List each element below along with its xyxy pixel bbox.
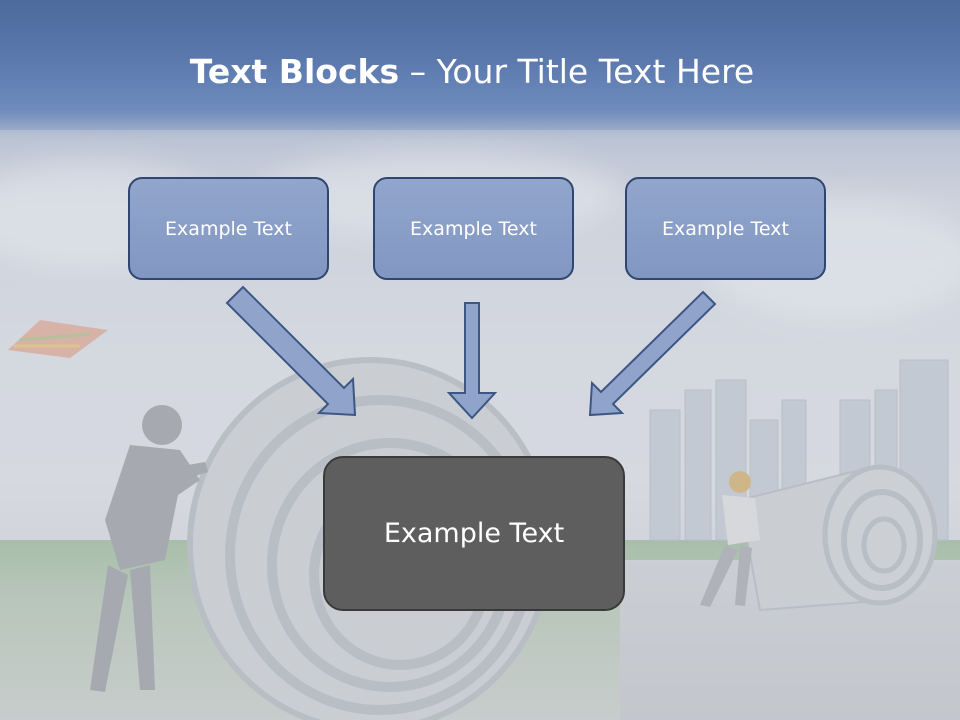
- title-bold: Text Blocks: [189, 52, 400, 91]
- text-block-left[interactable]: Example Text: [128, 177, 329, 280]
- text-block-right-label: Example Text: [662, 217, 789, 240]
- slide-title: Text Blocks – Your Title Text Here: [0, 52, 944, 91]
- man-pushing-figure: [90, 405, 208, 692]
- text-block-middle[interactable]: Example Text: [373, 177, 574, 280]
- text-block-middle-label: Example Text: [410, 217, 537, 240]
- arrow-left-to-center: [225, 285, 357, 417]
- title-rest: Your Title Text Here: [436, 52, 755, 91]
- text-block-center-label: Example Text: [383, 518, 565, 549]
- arrow-right-to-center: [588, 290, 717, 417]
- worker-figure: [700, 471, 760, 607]
- text-block-right[interactable]: Example Text: [625, 177, 826, 280]
- arrow-middle-to-center: [446, 302, 498, 420]
- title-separator: –: [399, 52, 437, 91]
- kite-illustration: [8, 320, 108, 358]
- rolled-ground-small: [738, 464, 938, 612]
- city-skyline: [649, 359, 949, 541]
- text-block-left-label: Example Text: [165, 217, 292, 240]
- text-block-center[interactable]: Example Text: [323, 456, 625, 611]
